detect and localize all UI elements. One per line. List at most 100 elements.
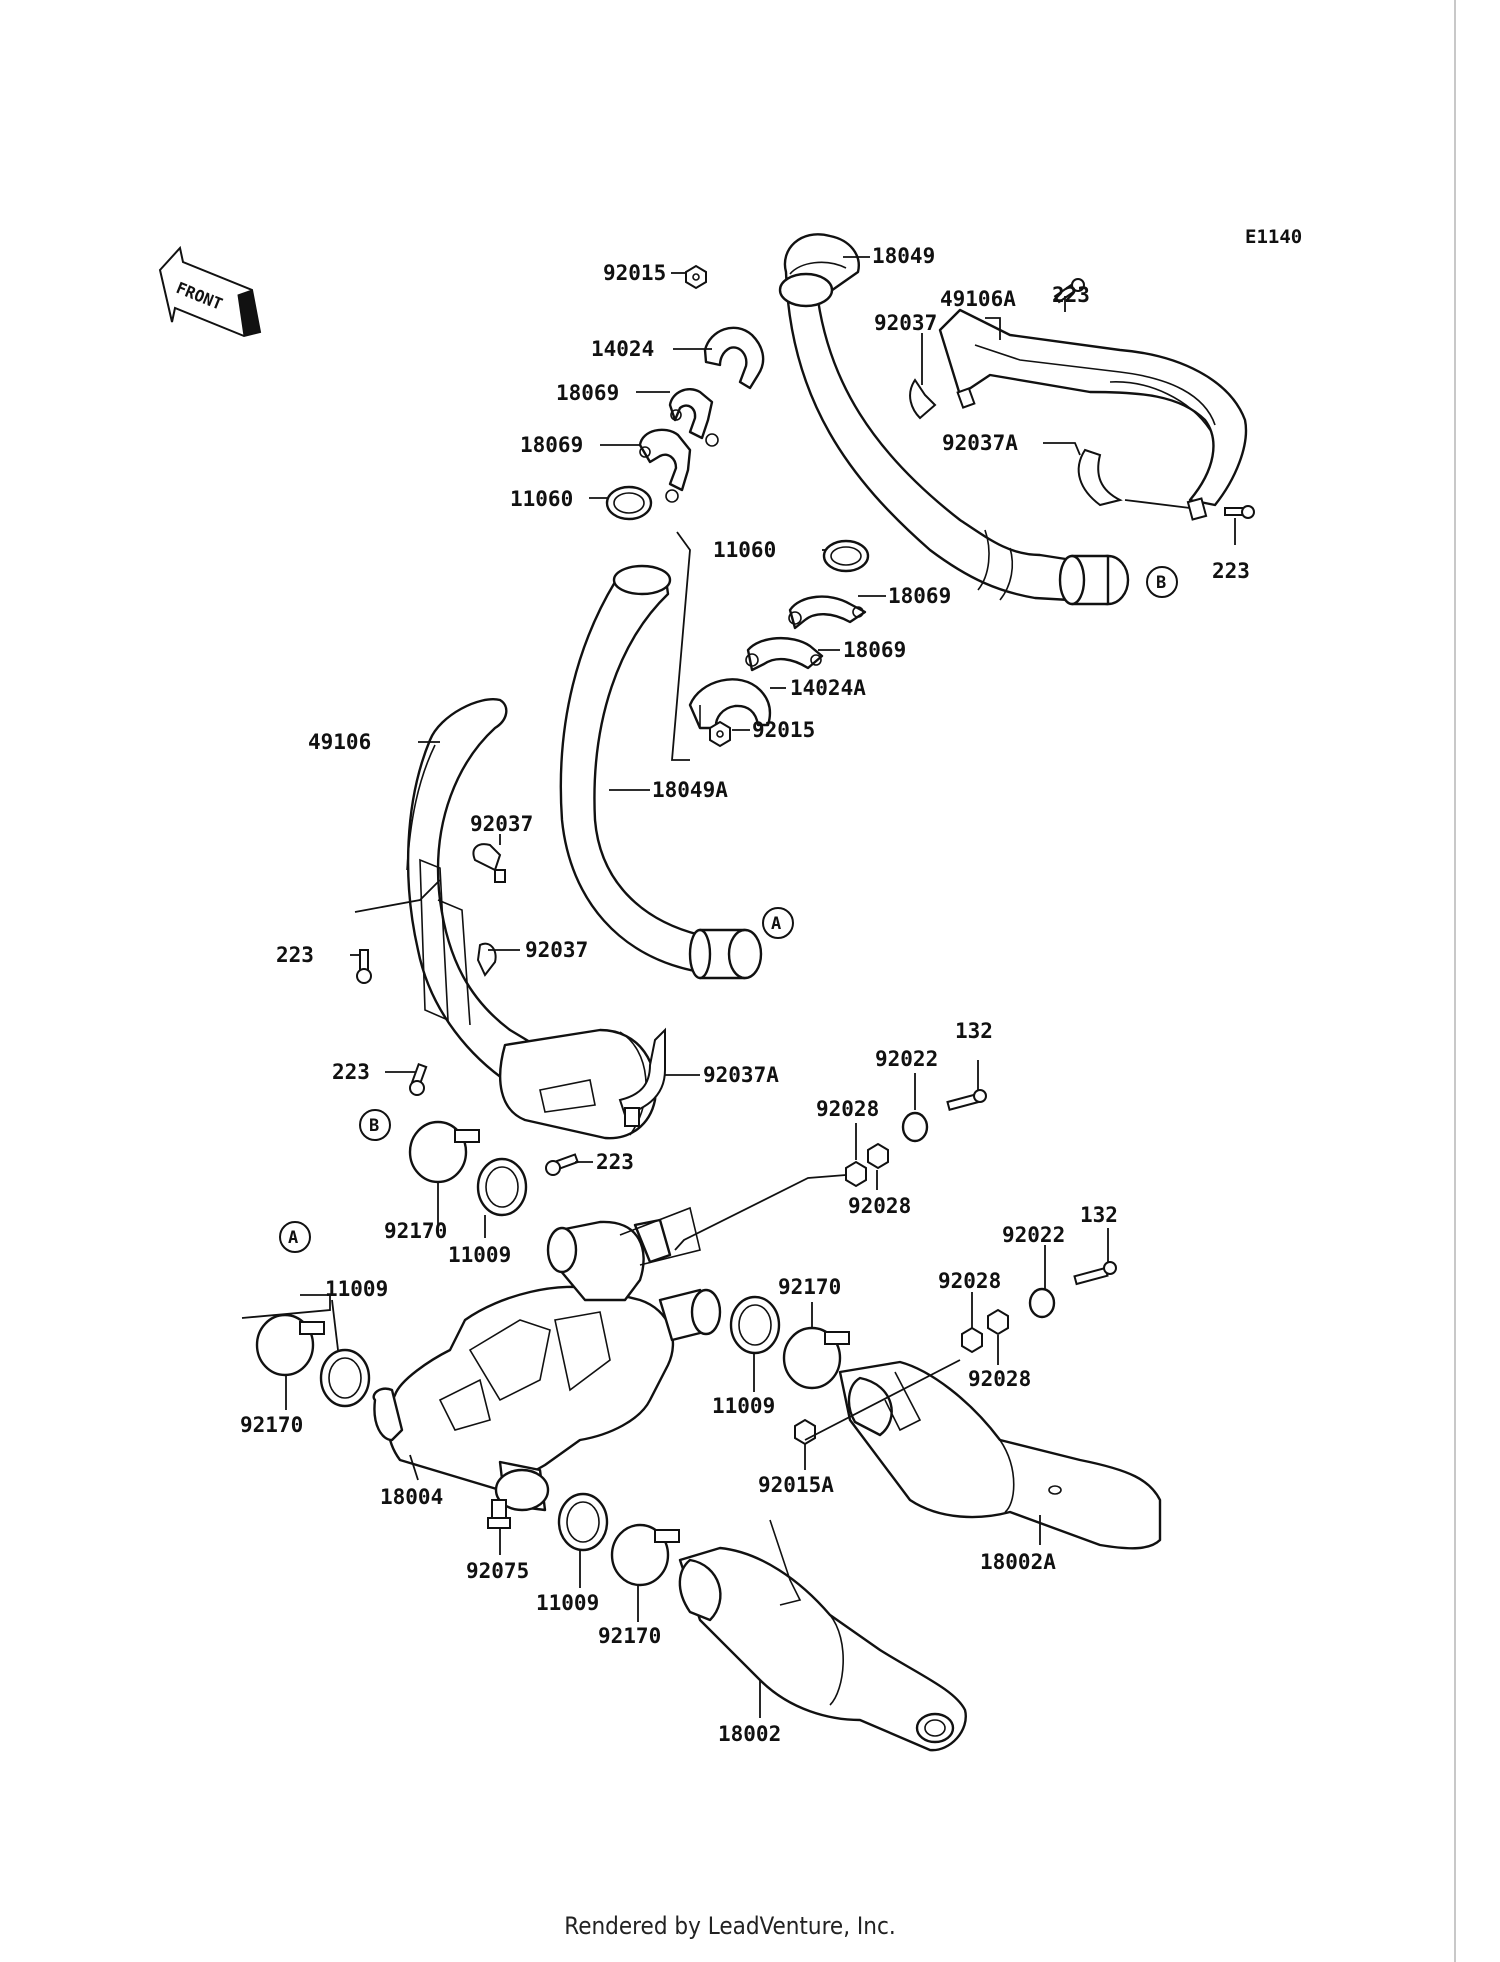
label-92037-mid-a: 92037: [470, 812, 533, 836]
label-92028-c: 92028: [938, 1269, 1001, 1293]
label-92037-top: 92037: [874, 311, 937, 335]
gasket-11060-left: [605, 485, 653, 521]
holder-14024: [703, 326, 765, 390]
label-92022-b: 92022: [1002, 1223, 1065, 1247]
label-18069-d: 18069: [843, 638, 906, 662]
label-18002: 18002: [718, 1722, 781, 1746]
label-11009-c: 11009: [712, 1394, 775, 1418]
label-92015-mid: 92015: [752, 718, 815, 742]
ref-B-mid: B: [359, 1109, 391, 1141]
bolt-223-top: [1053, 278, 1085, 304]
label-92037A-mid: 92037A: [703, 1063, 779, 1087]
heat-guard-49106A: [938, 308, 1248, 507]
bolt-132-b: [1073, 1261, 1117, 1286]
label-92037A-top: 92037A: [942, 431, 1018, 455]
heat-guard-49106: [406, 698, 562, 1092]
diagram-code: E1140: [1245, 226, 1302, 248]
sleeve-11009-d: [557, 1492, 609, 1552]
label-11009-d: 11009: [536, 1591, 599, 1615]
label-92028-a: 92028: [816, 1097, 879, 1121]
label-223-bottom: 223: [596, 1150, 634, 1174]
label-92075: 92075: [466, 1559, 529, 1583]
label-18049: 18049: [872, 244, 935, 268]
band-92037A-mid: [618, 1027, 666, 1127]
label-11009-b: 11009: [325, 1277, 388, 1301]
flange-18069-c: [788, 595, 867, 630]
bolt-223-lower: [409, 1062, 428, 1096]
nut-92028-d: [987, 1308, 1009, 1336]
label-92022-a: 92022: [875, 1047, 938, 1071]
nut-92028-c: [961, 1326, 983, 1354]
holder-14024A: [688, 678, 772, 730]
clamp-92170-c: [782, 1326, 850, 1390]
label-49106A: 49106A: [940, 287, 1016, 311]
label-92170-a: 92170: [384, 1219, 447, 1243]
bolt-223-bottom: [545, 1153, 579, 1176]
ref-A-left: A: [279, 1221, 311, 1253]
exhaust-pipe-18049A: [559, 564, 763, 980]
gasket-11060-right: [822, 539, 870, 573]
ref-B-top: B: [1146, 566, 1178, 598]
label-11060-right: 11060: [713, 538, 776, 562]
label-92028-d: 92028: [968, 1367, 1031, 1391]
sleeve-11009-b: [319, 1348, 371, 1408]
svg-text:A: A: [771, 914, 781, 934]
flange-18069-a: [668, 388, 719, 447]
nut-92015A: [794, 1418, 816, 1446]
part-labels: 18049 92015 14024 18069 18069 11060 4910…: [240, 244, 1250, 1746]
bolt-223-left: [356, 949, 372, 984]
label-92028-b: 92028: [848, 1194, 911, 1218]
collector-18004: [372, 1206, 722, 1512]
washer-92022-b: [1028, 1287, 1056, 1319]
label-132-a: 132: [955, 1019, 993, 1043]
label-132-b: 132: [1080, 1203, 1118, 1227]
band-92037-top: [909, 378, 976, 420]
label-18069-c: 18069: [888, 584, 951, 608]
band-92037-mid-a: [472, 843, 506, 883]
sleeve-11009-a: [476, 1157, 528, 1217]
nut-92015-mid: [709, 720, 731, 748]
label-223-right: 223: [1212, 559, 1250, 583]
flange-18069-d: [745, 636, 824, 672]
label-92170-c: 92170: [778, 1275, 841, 1299]
flange-18069-b: [638, 428, 692, 503]
nut-92028-a: [845, 1160, 867, 1188]
nut-92028-b: [867, 1142, 889, 1170]
label-223-lower: 223: [332, 1060, 370, 1084]
clamp-92170-b: [255, 1313, 325, 1377]
front-arrow-icon: FRONT: [158, 245, 262, 338]
label-92015A: 92015A: [758, 1473, 834, 1497]
band-92037-mid-b: [476, 942, 497, 977]
label-49106: 49106: [308, 730, 371, 754]
label-11060-left: 11060: [510, 487, 573, 511]
band-92037A-top: [1077, 448, 1208, 521]
label-223-left: 223: [276, 943, 314, 967]
label-18004: 18004: [380, 1485, 443, 1509]
svg-text:B: B: [1156, 573, 1166, 593]
page-border: [1454, 0, 1456, 1962]
clamp-92170-d: [610, 1523, 680, 1587]
washer-92022-a: [901, 1111, 929, 1143]
label-92170-d: 92170: [598, 1624, 661, 1648]
label-14024: 14024: [591, 337, 654, 361]
exhaust-pipe-18049: [778, 233, 1130, 606]
muffler-18002: [678, 1519, 967, 1752]
label-92170-b: 92170: [240, 1413, 303, 1437]
svg-text:B: B: [369, 1116, 379, 1136]
bolt-132-a: [946, 1089, 987, 1111]
svg-text:A: A: [288, 1228, 298, 1248]
footer-credit: Rendered by LeadVenture, Inc.: [564, 1912, 896, 1940]
ref-A-top: A: [762, 907, 794, 939]
plug-92075: [487, 1499, 511, 1529]
label-223-top: 223: [1052, 283, 1090, 307]
leader-lines: [241, 256, 1236, 1718]
label-18069-b: 18069: [520, 433, 583, 457]
nut-92015-top: [685, 264, 707, 290]
sleeve-11009-c: [729, 1295, 781, 1355]
label-92015-top: 92015: [603, 261, 666, 285]
label-18002A: 18002A: [980, 1550, 1056, 1574]
label-18049A: 18049A: [652, 778, 728, 802]
label-18069-a: 18069: [556, 381, 619, 405]
